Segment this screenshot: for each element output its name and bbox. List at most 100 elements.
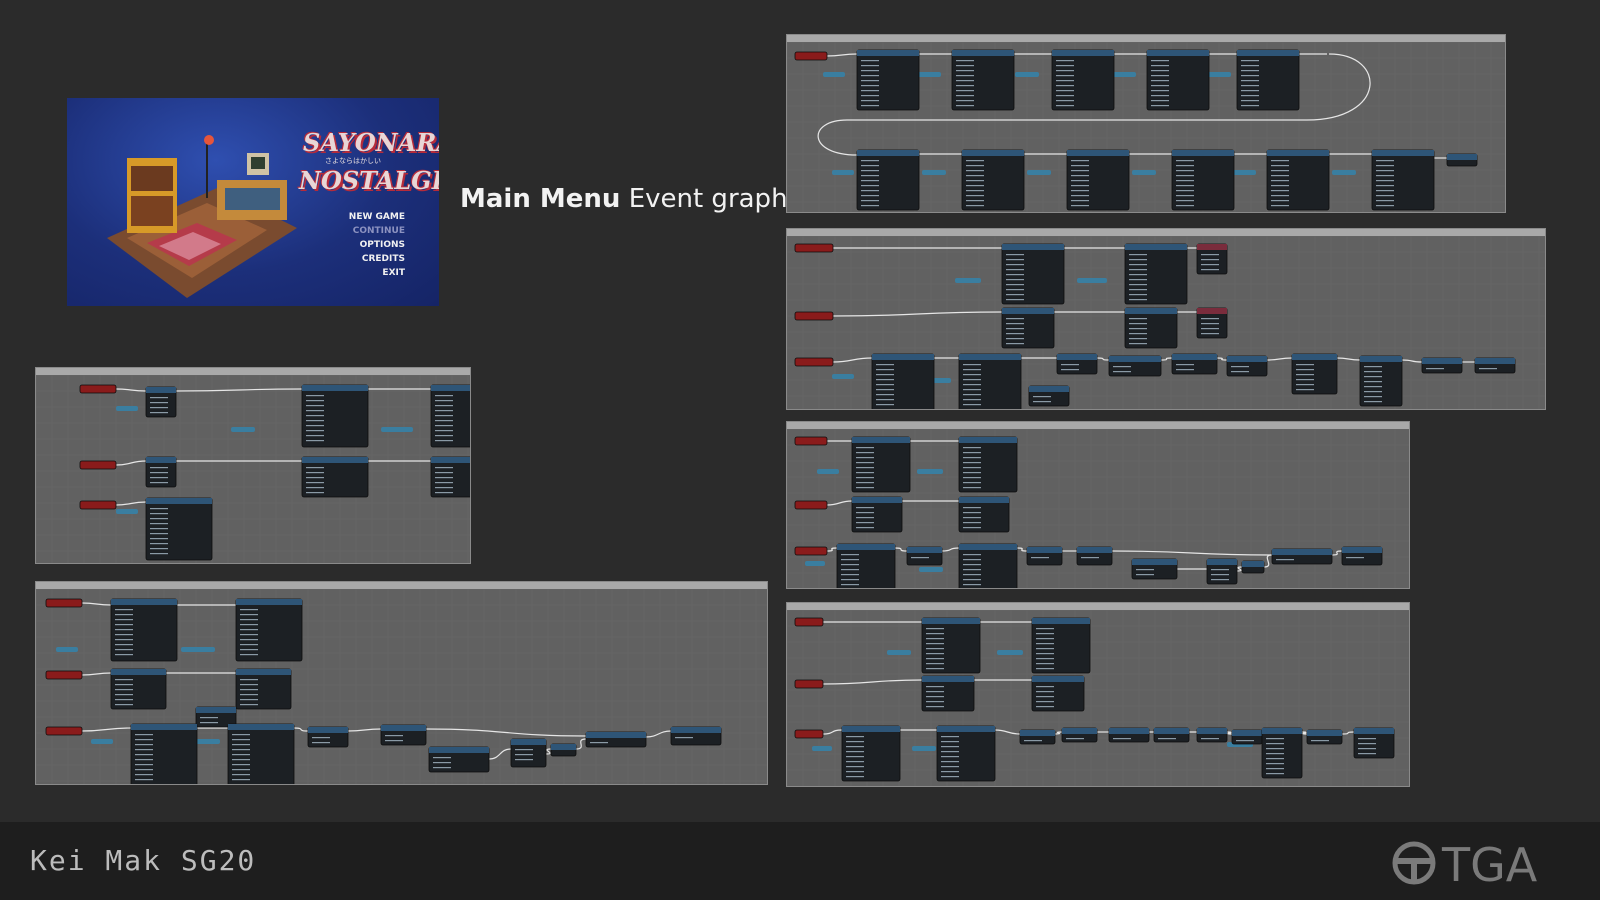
function-node[interactable] <box>958 436 1018 493</box>
event-node[interactable] <box>794 500 828 510</box>
function-node[interactable] <box>1241 560 1265 574</box>
function-node[interactable] <box>1226 355 1268 377</box>
function-node[interactable] <box>510 738 547 768</box>
function-node[interactable] <box>1196 727 1228 743</box>
function-node[interactable] <box>380 724 427 746</box>
variable-node[interactable] <box>917 469 943 474</box>
function-node[interactable] <box>851 496 903 533</box>
function-node[interactable] <box>1061 727 1098 743</box>
function-node[interactable] <box>951 49 1015 111</box>
graph-panel-credits[interactable] <box>786 421 1410 589</box>
function-node[interactable] <box>670 726 722 746</box>
function-node[interactable] <box>1196 307 1228 339</box>
function-node[interactable] <box>851 436 911 493</box>
variable-node[interactable] <box>832 170 854 175</box>
event-node[interactable] <box>794 679 824 689</box>
function-node[interactable] <box>1056 353 1098 375</box>
function-node[interactable] <box>1031 675 1085 712</box>
function-node[interactable] <box>110 598 178 662</box>
menu-item-continue[interactable]: CONTINUE <box>352 226 405 236</box>
variable-node[interactable] <box>1112 72 1136 77</box>
function-node[interactable] <box>1131 558 1178 580</box>
graph-panel-continue[interactable] <box>786 34 1506 213</box>
variable-node[interactable] <box>832 374 854 379</box>
function-node[interactable] <box>1231 729 1263 745</box>
variable-node[interactable] <box>887 650 911 655</box>
function-node[interactable] <box>1124 307 1178 349</box>
function-node[interactable] <box>841 725 901 782</box>
function-node[interactable] <box>871 353 935 409</box>
function-node[interactable] <box>1171 353 1218 375</box>
variable-node[interactable] <box>1077 278 1107 283</box>
variable-node[interactable] <box>116 509 138 514</box>
variable-node[interactable] <box>1232 170 1256 175</box>
function-node[interactable] <box>1261 727 1303 779</box>
function-node[interactable] <box>1353 727 1395 759</box>
graph-panel-new-game[interactable] <box>35 367 471 564</box>
function-node[interactable] <box>1108 355 1162 377</box>
function-node[interactable] <box>1153 727 1190 743</box>
function-node[interactable] <box>1051 49 1115 111</box>
function-node[interactable] <box>961 149 1025 211</box>
variable-node[interactable] <box>917 72 941 77</box>
function-node[interactable] <box>235 668 292 710</box>
event-node[interactable] <box>794 546 828 556</box>
function-node[interactable] <box>430 384 470 448</box>
event-node[interactable] <box>45 670 83 680</box>
function-node[interactable] <box>1446 153 1478 167</box>
event-node[interactable] <box>794 357 834 367</box>
function-node[interactable] <box>1031 617 1091 674</box>
function-node[interactable] <box>428 746 490 773</box>
function-node[interactable] <box>1206 558 1238 585</box>
event-node[interactable] <box>794 311 834 321</box>
function-node[interactable] <box>1341 546 1383 566</box>
menu-item-credits[interactable]: CREDITS <box>361 254 405 264</box>
event-node[interactable] <box>45 726 83 736</box>
function-node[interactable] <box>1474 357 1516 374</box>
event-node[interactable] <box>79 460 117 470</box>
function-node[interactable] <box>1371 149 1435 211</box>
event-node[interactable] <box>794 617 824 627</box>
function-node[interactable] <box>301 456 369 498</box>
function-node[interactable] <box>430 456 470 498</box>
function-node[interactable] <box>1291 353 1338 395</box>
event-node[interactable] <box>794 51 828 61</box>
variable-node[interactable] <box>955 278 981 283</box>
graph-panel-main-menu[interactable] <box>786 228 1546 410</box>
function-node[interactable] <box>145 497 213 561</box>
function-node[interactable] <box>1271 548 1333 565</box>
variable-node[interactable] <box>1132 170 1156 175</box>
event-node[interactable] <box>794 436 828 446</box>
function-node[interactable] <box>856 49 920 111</box>
variable-node[interactable] <box>181 647 215 652</box>
function-node[interactable] <box>1019 729 1056 745</box>
function-node[interactable] <box>1001 307 1055 349</box>
variable-node[interactable] <box>1015 72 1039 77</box>
variable-node[interactable] <box>817 469 839 474</box>
function-node[interactable] <box>936 725 996 782</box>
function-node[interactable] <box>1026 546 1063 566</box>
function-node[interactable] <box>836 543 896 588</box>
function-node[interactable] <box>301 384 369 448</box>
function-node[interactable] <box>1421 357 1463 374</box>
event-node[interactable] <box>45 598 83 608</box>
function-node[interactable] <box>145 386 177 418</box>
event-node[interactable] <box>794 729 824 739</box>
variable-node[interactable] <box>919 567 943 572</box>
function-node[interactable] <box>1266 149 1330 211</box>
variable-node[interactable] <box>812 746 832 751</box>
function-node[interactable] <box>1028 385 1070 407</box>
menu-item-options[interactable]: OPTIONS <box>359 240 405 250</box>
function-node[interactable] <box>1108 727 1150 743</box>
event-node[interactable] <box>79 500 117 510</box>
variable-node[interactable] <box>823 72 845 77</box>
function-node[interactable] <box>1359 355 1403 407</box>
function-node[interactable] <box>195 706 237 728</box>
function-node[interactable] <box>110 668 167 710</box>
variable-node[interactable] <box>381 427 413 432</box>
function-node[interactable] <box>921 617 981 674</box>
variable-node[interactable] <box>116 406 138 411</box>
function-node[interactable] <box>145 456 177 488</box>
graph-panel-options[interactable] <box>35 581 768 785</box>
function-node[interactable] <box>1171 149 1235 211</box>
